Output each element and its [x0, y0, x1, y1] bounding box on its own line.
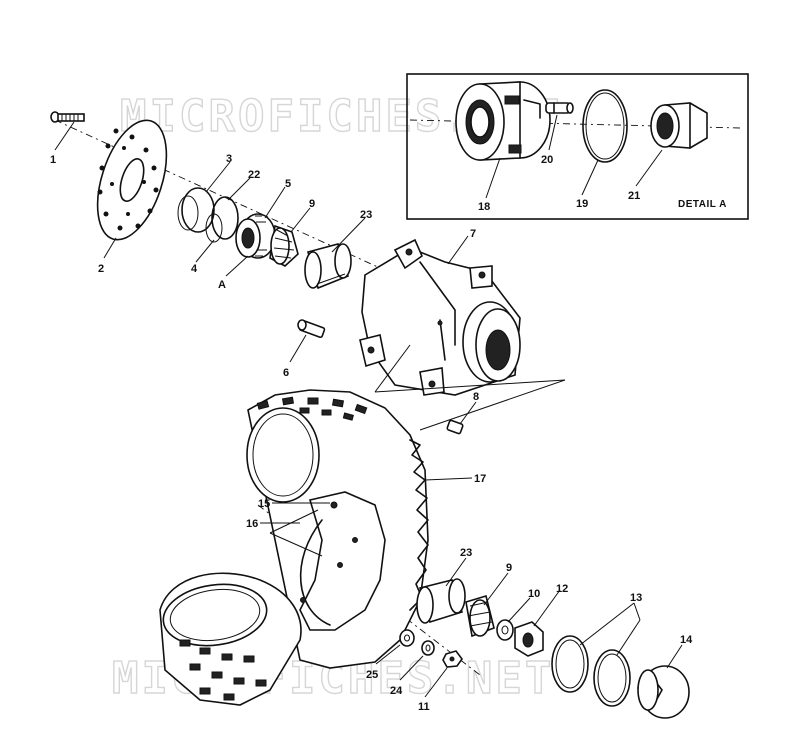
callout-14: 14 [680, 634, 693, 646]
part-14-dust-cap [637, 665, 690, 719]
callout-19: 19 [576, 198, 588, 210]
part-5-lock-assembly [235, 213, 276, 259]
part-13-orings [551, 635, 631, 707]
part-23-race-top [304, 243, 352, 290]
part-9-bearing-top [269, 224, 299, 267]
callout-9-bottom: 9 [506, 562, 512, 574]
leader-lines [54, 114, 683, 698]
callout-23-top: 23 [360, 209, 372, 221]
callout-16: 16 [246, 518, 258, 530]
callout-a: A [218, 279, 226, 291]
callout-20: 20 [541, 154, 553, 166]
callout-17: 17 [474, 473, 486, 485]
part-8-fitting [446, 419, 464, 435]
callout-25: 25 [366, 669, 378, 681]
part-25-washer [399, 629, 415, 647]
callouts: 1 2 3 22 5 9 23 4 A 7 6 8 17 15 16 23 9 … [50, 153, 693, 713]
callout-4: 4 [191, 263, 198, 275]
part-18-hub-lock [455, 81, 551, 161]
part-3-seal [177, 187, 215, 233]
callout-21: 21 [628, 190, 640, 202]
part-22-snap-ring [211, 196, 239, 240]
part-6-stud [297, 319, 326, 339]
part-2-brake-disc [96, 119, 168, 241]
callout-10: 10 [528, 588, 540, 600]
part-4-ring [205, 213, 223, 243]
part-9-bearing-bottom [465, 594, 495, 638]
callout-23-bottom: 23 [460, 547, 472, 559]
rim-half-lower [159, 572, 302, 706]
part-7-wheel-hub [359, 238, 521, 396]
part-17-tire [246, 389, 429, 669]
callout-2: 2 [98, 263, 104, 275]
part-20-pin [545, 102, 574, 114]
part-10-washer [496, 619, 514, 641]
callout-18: 18 [478, 201, 490, 213]
callout-6: 6 [283, 367, 289, 379]
callout-24: 24 [390, 685, 403, 697]
detail-a-box: DETAIL A [406, 73, 749, 220]
callout-8: 8 [473, 391, 479, 403]
callout-13: 13 [630, 592, 642, 604]
part-1-bolt [50, 111, 85, 123]
part-19-oring [582, 89, 628, 163]
callout-12: 12 [556, 583, 568, 595]
callout-22: 22 [248, 169, 260, 181]
part-12-nut [514, 621, 544, 657]
part-23-race-bottom [416, 578, 466, 624]
callout-3: 3 [226, 153, 232, 165]
detail-a-title: DETAIL A [678, 199, 727, 210]
part-21-cap-nut [650, 102, 708, 149]
callout-7: 7 [470, 228, 476, 240]
callout-9-top: 9 [309, 198, 315, 210]
callout-5: 5 [285, 178, 291, 190]
part-24-lockwasher [421, 640, 435, 656]
part-11-nut [442, 650, 463, 668]
callout-1: 1 [50, 154, 56, 166]
callout-15: 15 [258, 498, 270, 510]
callout-11: 11 [418, 701, 430, 713]
